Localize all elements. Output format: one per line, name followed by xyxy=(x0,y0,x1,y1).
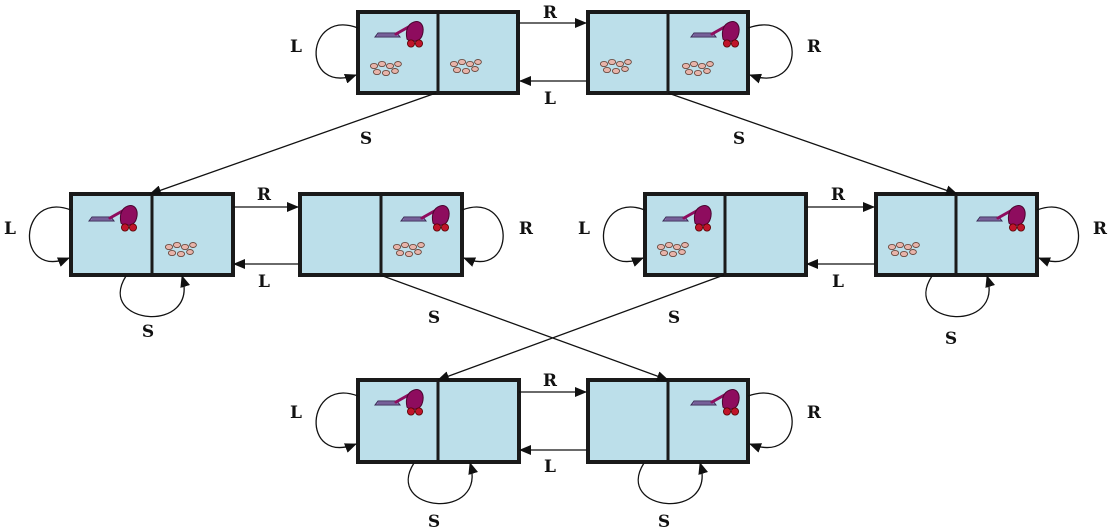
label-left: L xyxy=(544,457,556,477)
state-3 xyxy=(69,192,235,277)
edge-2-to-6-suck xyxy=(667,92,958,196)
loop-6-suck xyxy=(925,275,995,318)
label-left: L xyxy=(4,219,16,239)
loop-3-left xyxy=(28,206,72,267)
edge-5-to-7-suck xyxy=(437,274,725,381)
label-left: L xyxy=(290,403,302,423)
loop-4-right xyxy=(461,206,504,267)
loop-8-suck xyxy=(637,462,708,505)
label-right: R xyxy=(257,185,272,205)
state-5 xyxy=(643,192,808,277)
label-suck: S xyxy=(733,129,745,149)
loop-7-suck xyxy=(407,462,478,505)
label-right: R xyxy=(519,219,534,239)
loop-6-right xyxy=(1036,206,1080,267)
label-left: L xyxy=(258,272,270,292)
edge-1-to-3-suck xyxy=(149,92,437,196)
label-suck: S xyxy=(428,512,440,532)
loop-7-left xyxy=(315,392,359,453)
loop-1-left xyxy=(315,24,359,84)
label-left: L xyxy=(578,219,590,239)
label-right: R xyxy=(831,185,846,205)
label-suck: S xyxy=(658,512,670,532)
state-1 xyxy=(356,10,520,95)
label-left: L xyxy=(832,272,844,292)
label-suck: S xyxy=(668,308,680,328)
loop-3-suck xyxy=(119,275,190,318)
label-right: R xyxy=(807,403,822,423)
label-left: L xyxy=(290,37,302,57)
label-suck: S xyxy=(945,329,957,349)
label-suck: S xyxy=(142,322,154,342)
state-8 xyxy=(586,378,750,464)
label-right: R xyxy=(807,37,822,57)
label-right: R xyxy=(543,371,558,391)
state-4 xyxy=(298,192,464,277)
loop-5-left xyxy=(602,206,646,267)
label-left: L xyxy=(544,89,556,109)
state-2 xyxy=(586,10,750,95)
state-7 xyxy=(356,378,521,464)
loop-2-right xyxy=(747,24,793,84)
edge-4-to-8-suck xyxy=(379,274,669,381)
label-right: R xyxy=(1093,219,1108,239)
label-right: R xyxy=(543,3,558,23)
state-6 xyxy=(874,192,1039,277)
loop-8-right xyxy=(747,392,793,453)
label-suck: S xyxy=(360,129,372,149)
label-suck: S xyxy=(428,308,440,328)
